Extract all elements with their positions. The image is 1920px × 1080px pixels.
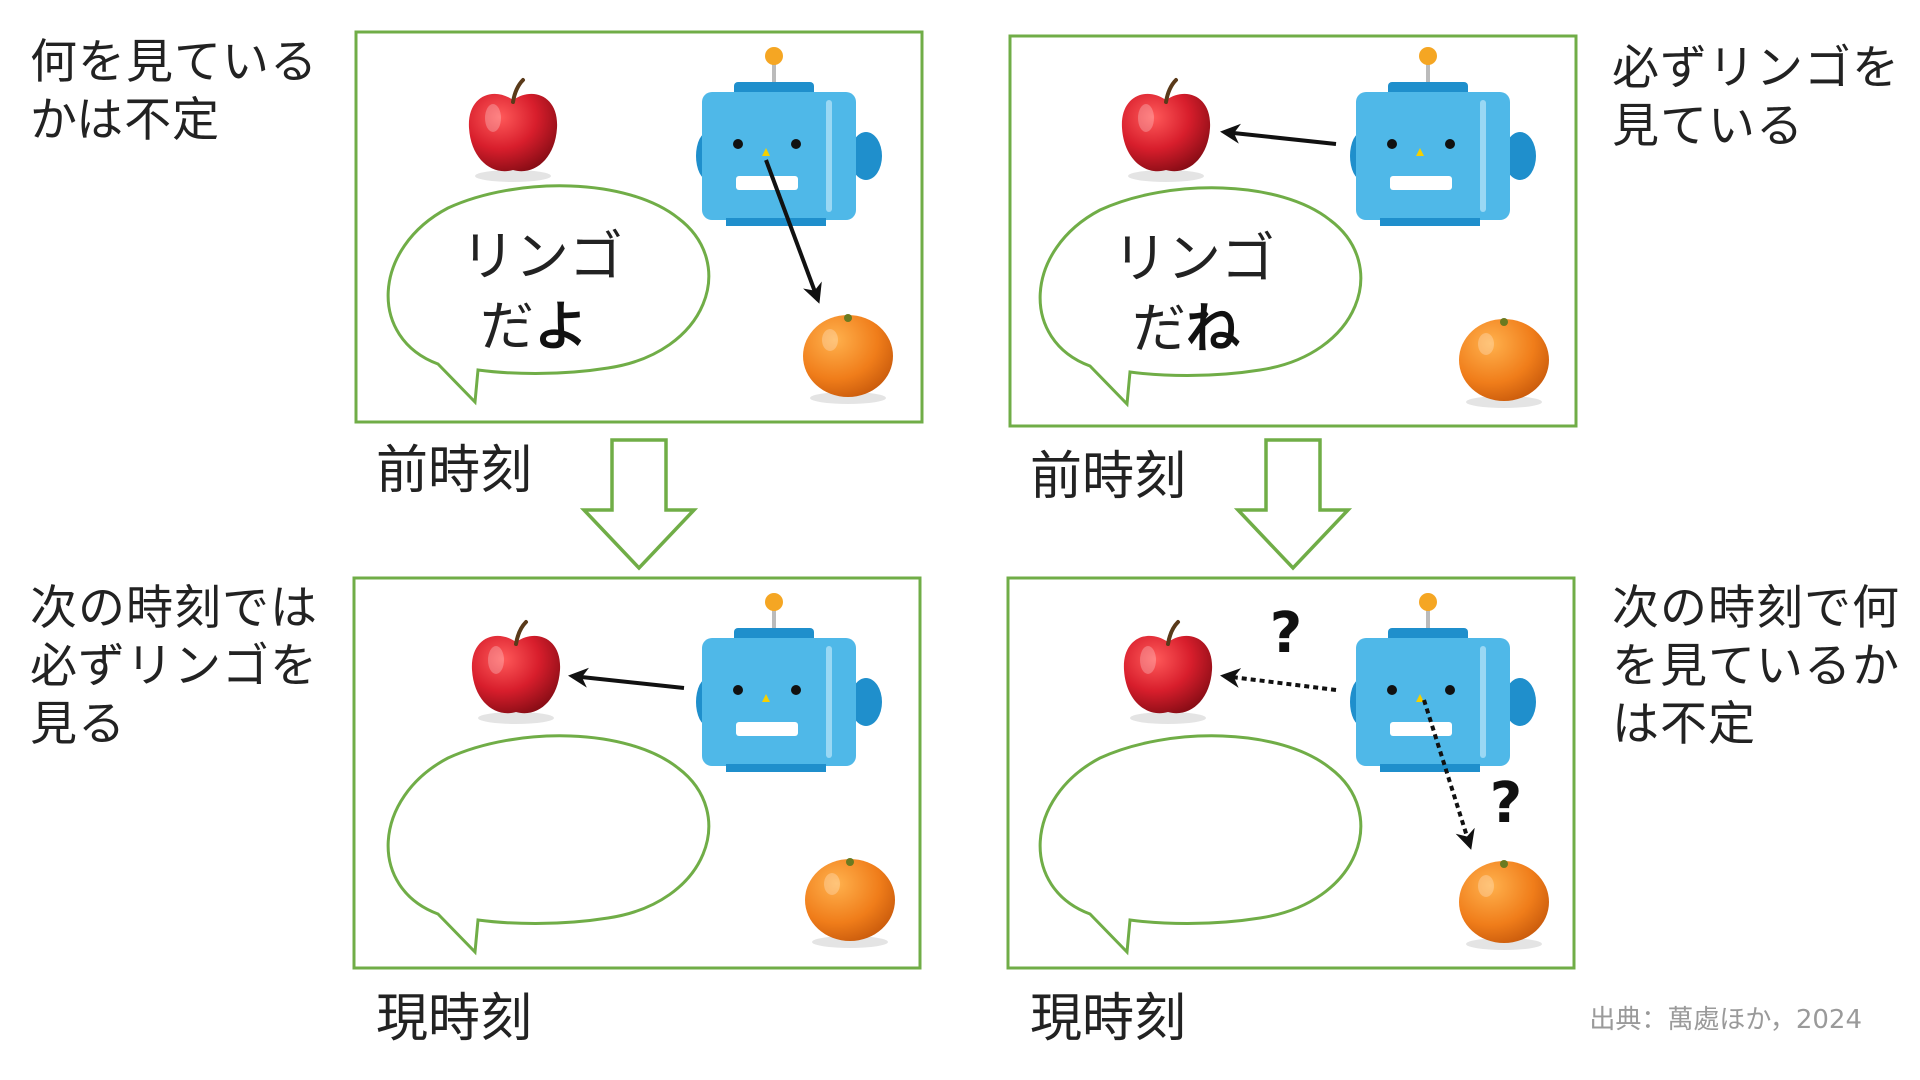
time-label-current: 現時刻 bbox=[376, 989, 532, 1049]
side-label-bottom-left: 次の時刻では 必ずリンゴを 見る bbox=[30, 581, 318, 752]
side-label-top-left: 何を見ている かは不定 bbox=[30, 35, 318, 148]
panel-bottom-right: ? ? bbox=[1006, 576, 1576, 970]
time-label-previous: 前時刻 bbox=[1030, 447, 1186, 507]
down-arrow-icon bbox=[582, 438, 696, 570]
dotted-gaze-arrow bbox=[1422, 699, 1475, 850]
gaze-arrow bbox=[568, 667, 685, 690]
bubble-text-plain: だ bbox=[480, 295, 534, 358]
panel-top-right: リンゴ だ ね bbox=[1008, 34, 1578, 428]
time-label-current: 現時刻 bbox=[1030, 989, 1186, 1049]
panel-bottom-left bbox=[352, 576, 922, 970]
gaze-arrow bbox=[1220, 123, 1337, 146]
dotted-gaze-arrow bbox=[1220, 668, 1337, 692]
question-mark: ? bbox=[1490, 771, 1522, 836]
bubble-text-bold: ね bbox=[1186, 297, 1240, 360]
time-label-previous: 前時刻 bbox=[376, 441, 532, 501]
gaze-arrow bbox=[764, 159, 822, 304]
question-mark: ? bbox=[1270, 601, 1302, 666]
source-citation: 出典：萬處ほか，2024 bbox=[1589, 1005, 1862, 1035]
bubble-text-bold: よ bbox=[534, 295, 588, 358]
bubble-text-line1: リンゴ bbox=[1113, 227, 1275, 290]
side-label-top-right: 必ずリンゴを 見ている bbox=[1612, 41, 1900, 154]
bubble-text-plain: だ bbox=[1132, 297, 1186, 360]
panel-top-left: リンゴ だ よ bbox=[354, 30, 924, 424]
down-arrow-icon bbox=[1236, 438, 1350, 570]
bubble-text-line1: リンゴ bbox=[461, 225, 623, 288]
side-label-bottom-right: 次の時刻で何 を見ているか は不定 bbox=[1612, 581, 1900, 752]
